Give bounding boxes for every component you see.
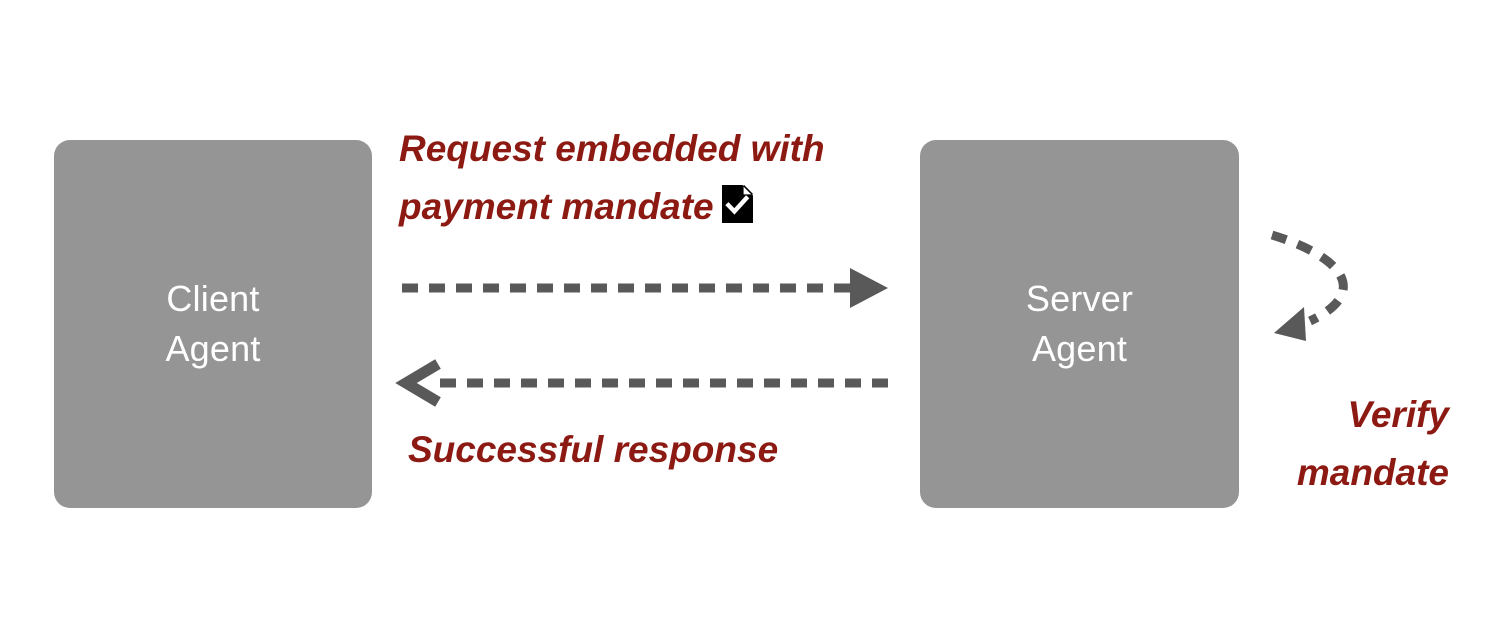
verify-edge-caption: Verify mandate bbox=[1296, 394, 1449, 493]
verify-arrow bbox=[1270, 230, 1348, 341]
document-check-icon bbox=[721, 182, 753, 223]
request-arrow bbox=[402, 268, 888, 308]
response-arrow bbox=[395, 359, 892, 407]
response-edge-caption: Successful response bbox=[408, 429, 779, 470]
server-agent-node: Server Agent bbox=[920, 140, 1239, 508]
request-edge-caption: Request embedded with payment mandate bbox=[399, 120, 919, 236]
request-edge-caption-text: Request embedded with payment mandate bbox=[399, 128, 825, 227]
client-agent-label: Client Agent bbox=[165, 278, 261, 369]
server-agent-label: Server Agent bbox=[1025, 278, 1134, 369]
client-agent-node: Client Agent bbox=[54, 140, 372, 508]
